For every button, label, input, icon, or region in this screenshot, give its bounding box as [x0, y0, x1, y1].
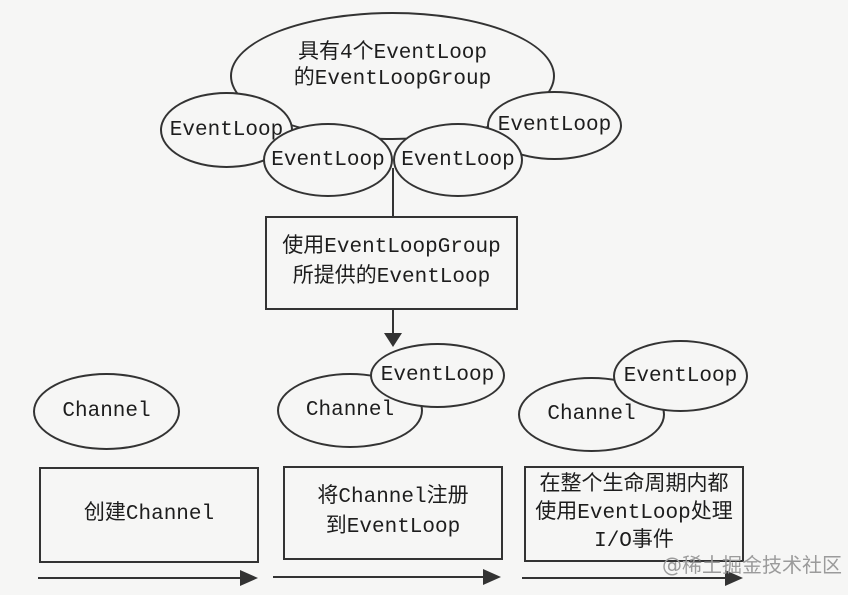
channel-label: Channel	[547, 403, 636, 426]
eventloop-ellipse-2: EventLoop	[263, 123, 393, 197]
eventloopgroup-label-line2: 的EventLoopGroup	[293, 68, 492, 91]
eventloop-label: EventLoop	[497, 114, 612, 137]
step2-timeline-arrow-shaft	[273, 576, 485, 578]
step1-box-line1: 创建Channel	[83, 503, 215, 526]
box-to-eventloop-arrow-shaft	[392, 310, 394, 335]
step3-box-line3: I/O事件	[594, 530, 674, 553]
eventloop-label: EventLoop	[623, 364, 738, 388]
step1-timeline-arrowhead-icon	[240, 570, 258, 586]
eventloop-label: EventLoop	[169, 118, 284, 142]
use-eventloop-box: 使用EventLoopGroup 所提供的EventLoop	[265, 216, 518, 310]
channel-label: Channel	[305, 399, 395, 422]
eventloop-ellipse-3: EventLoop	[393, 123, 523, 197]
eventloopgroup-label: 具有4个EventLoop 的EventLoopGroup	[294, 41, 491, 93]
eventloopgroup-label-line1: 具有4个EventLoop	[297, 42, 488, 65]
step2-box: 将Channel注册 到EventLoop	[283, 466, 503, 560]
channel-label: Channel	[62, 400, 151, 423]
step3-channel-ellipse: Channel	[518, 377, 665, 452]
box-to-eventloop-arrowhead-icon	[384, 333, 402, 347]
step3-eventloop-ellipse: EventLoop	[613, 340, 748, 412]
step1-timeline-arrow-shaft	[38, 577, 243, 579]
step3-box-line1: 在整个生命周期内都	[539, 474, 729, 497]
step2-box-line2: 到EventLoop	[325, 516, 461, 539]
step3-timeline-arrow-shaft	[522, 577, 727, 579]
step3-box-line2: 使用EventLoop处理	[535, 502, 733, 525]
group-to-box-connector-line	[392, 168, 394, 218]
step2-eventloop-ellipse: EventLoop	[370, 343, 505, 408]
step3-box: 在整个生命周期内都 使用EventLoop处理 I/O事件	[524, 466, 744, 562]
step2-timeline-arrowhead-icon	[483, 569, 501, 585]
use-eventloop-box-line2: 所提供的EventLoop	[292, 266, 491, 289]
step1-channel-ellipse: Channel	[33, 373, 180, 450]
step3-timeline-arrowhead-icon	[725, 570, 743, 586]
watermark: @稀土掘金技术社区	[662, 553, 842, 577]
step1-box: 创建Channel	[39, 467, 259, 563]
eventloop-label: EventLoop	[380, 364, 495, 387]
use-eventloop-box-line1: 使用EventLoopGroup	[282, 236, 501, 259]
eventloop-label: EventLoop	[401, 148, 515, 172]
eventloop-label: EventLoop	[271, 148, 385, 172]
step2-box-line1: 将Channel注册	[317, 486, 469, 509]
